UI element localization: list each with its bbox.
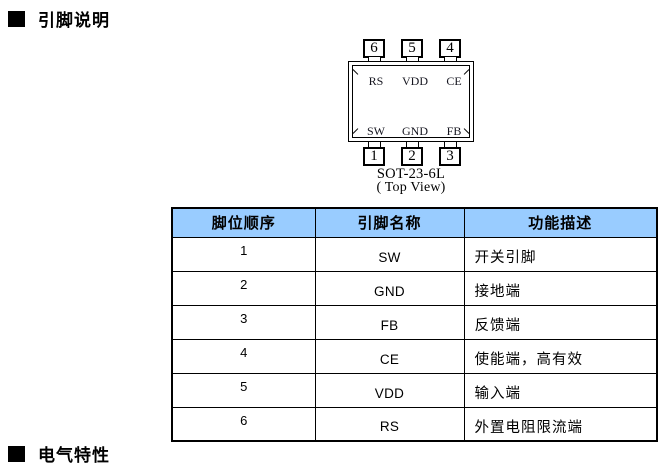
pin-number: 4 [446, 40, 454, 56]
pin-number-box-5: 5 [401, 39, 423, 58]
header-pin-name: 引脚名称 [314, 207, 465, 238]
pin-number-box-6: 6 [363, 39, 385, 58]
pin-lead-2 [405, 142, 419, 147]
pin-name: FB [314, 304, 465, 340]
table-row: 5 VDD 输入端 [171, 372, 658, 408]
pin-number-box-1: 1 [363, 147, 385, 166]
table-row: 3 FB 反馈端 [171, 304, 658, 340]
section-heading-pin-description: 引脚说明 [8, 6, 110, 31]
pin-number: 1 [370, 148, 378, 164]
pin-label-gnd: GND [402, 124, 428, 138]
package-body-inner-frame: RS VDD CE SW GND FB [352, 65, 470, 138]
pin-description: 接地端 [463, 270, 658, 306]
pin-order: 1 [171, 236, 316, 272]
pin-lead-1 [367, 142, 381, 147]
package-caption: SOT-23-6L ( Top View) [328, 166, 494, 195]
pin-number-box-2: 2 [401, 147, 423, 166]
section-heading-text: 电气特性 [38, 446, 110, 465]
pin-number-box-4: 4 [439, 39, 461, 58]
datasheet-page: { "page": { "heading": "引脚说明", "partial_… [8, 6, 658, 465]
pin-description: 反馈端 [463, 304, 658, 340]
package-body: RS VDD CE SW GND FB [348, 61, 474, 142]
table-row: 2 GND 接地端 [171, 270, 658, 306]
pin-name: VDD [314, 372, 465, 408]
package-diagram: 6 5 4 RS VDD CE SW GND FB 1 2 3 SOT-2 [348, 39, 474, 199]
pin-order: 4 [171, 338, 316, 374]
table-header-row: 脚位顺序 引脚名称 功能描述 [171, 207, 658, 238]
pin-name: RS [314, 406, 465, 442]
pin-number-box-3: 3 [439, 147, 461, 166]
package-view-note: ( Top View) [376, 180, 446, 195]
table-row: 1 SW 开关引脚 [171, 236, 658, 272]
pin-order: 6 [171, 406, 316, 442]
pin-order: 3 [171, 304, 316, 340]
pin-description: 开关引脚 [463, 236, 658, 272]
pin-name: GND [314, 270, 465, 306]
section-heading-text: 引脚说明 [38, 11, 110, 30]
pin-label-fb: FB [446, 124, 462, 138]
pin-description: 外置电阻限流端 [463, 406, 658, 442]
package-name: SOT-23-6L [376, 166, 446, 182]
square-bullet-icon [8, 11, 25, 27]
pin-label-vdd: VDD [402, 74, 428, 88]
pin-label-rs: RS [368, 74, 384, 88]
pin-function-table: 脚位顺序 引脚名称 功能描述 1 SW 开关引脚 2 GND 接地端 3 FB … [171, 207, 658, 442]
pin-description: 输入端 [463, 372, 658, 408]
square-bullet-icon [8, 446, 25, 462]
pin-label-ce: CE [446, 74, 462, 88]
table-row: 6 RS 外置电阻限流端 [171, 406, 658, 442]
pin-name: CE [314, 338, 465, 374]
pin-description: 使能端，高有效 [463, 338, 658, 374]
pin-number: 2 [408, 148, 416, 164]
pin-lead-5 [405, 57, 419, 62]
header-pin-order: 脚位顺序 [171, 207, 316, 238]
table-row: 4 CE 使能端，高有效 [171, 338, 658, 374]
pin-lead-4 [443, 57, 457, 62]
pin-order: 5 [171, 372, 316, 408]
header-pin-function: 功能描述 [463, 207, 658, 238]
pin-order: 2 [171, 270, 316, 306]
pin-lead-3 [443, 142, 457, 147]
pin-lead-6 [367, 57, 381, 62]
section-heading-next-partial: 电气特性 [8, 441, 110, 466]
pin-number: 5 [408, 40, 416, 56]
pin-name: SW [314, 236, 465, 272]
pin-number: 6 [370, 40, 378, 56]
pin-number: 3 [446, 148, 454, 164]
pin-label-sw: SW [367, 124, 385, 138]
